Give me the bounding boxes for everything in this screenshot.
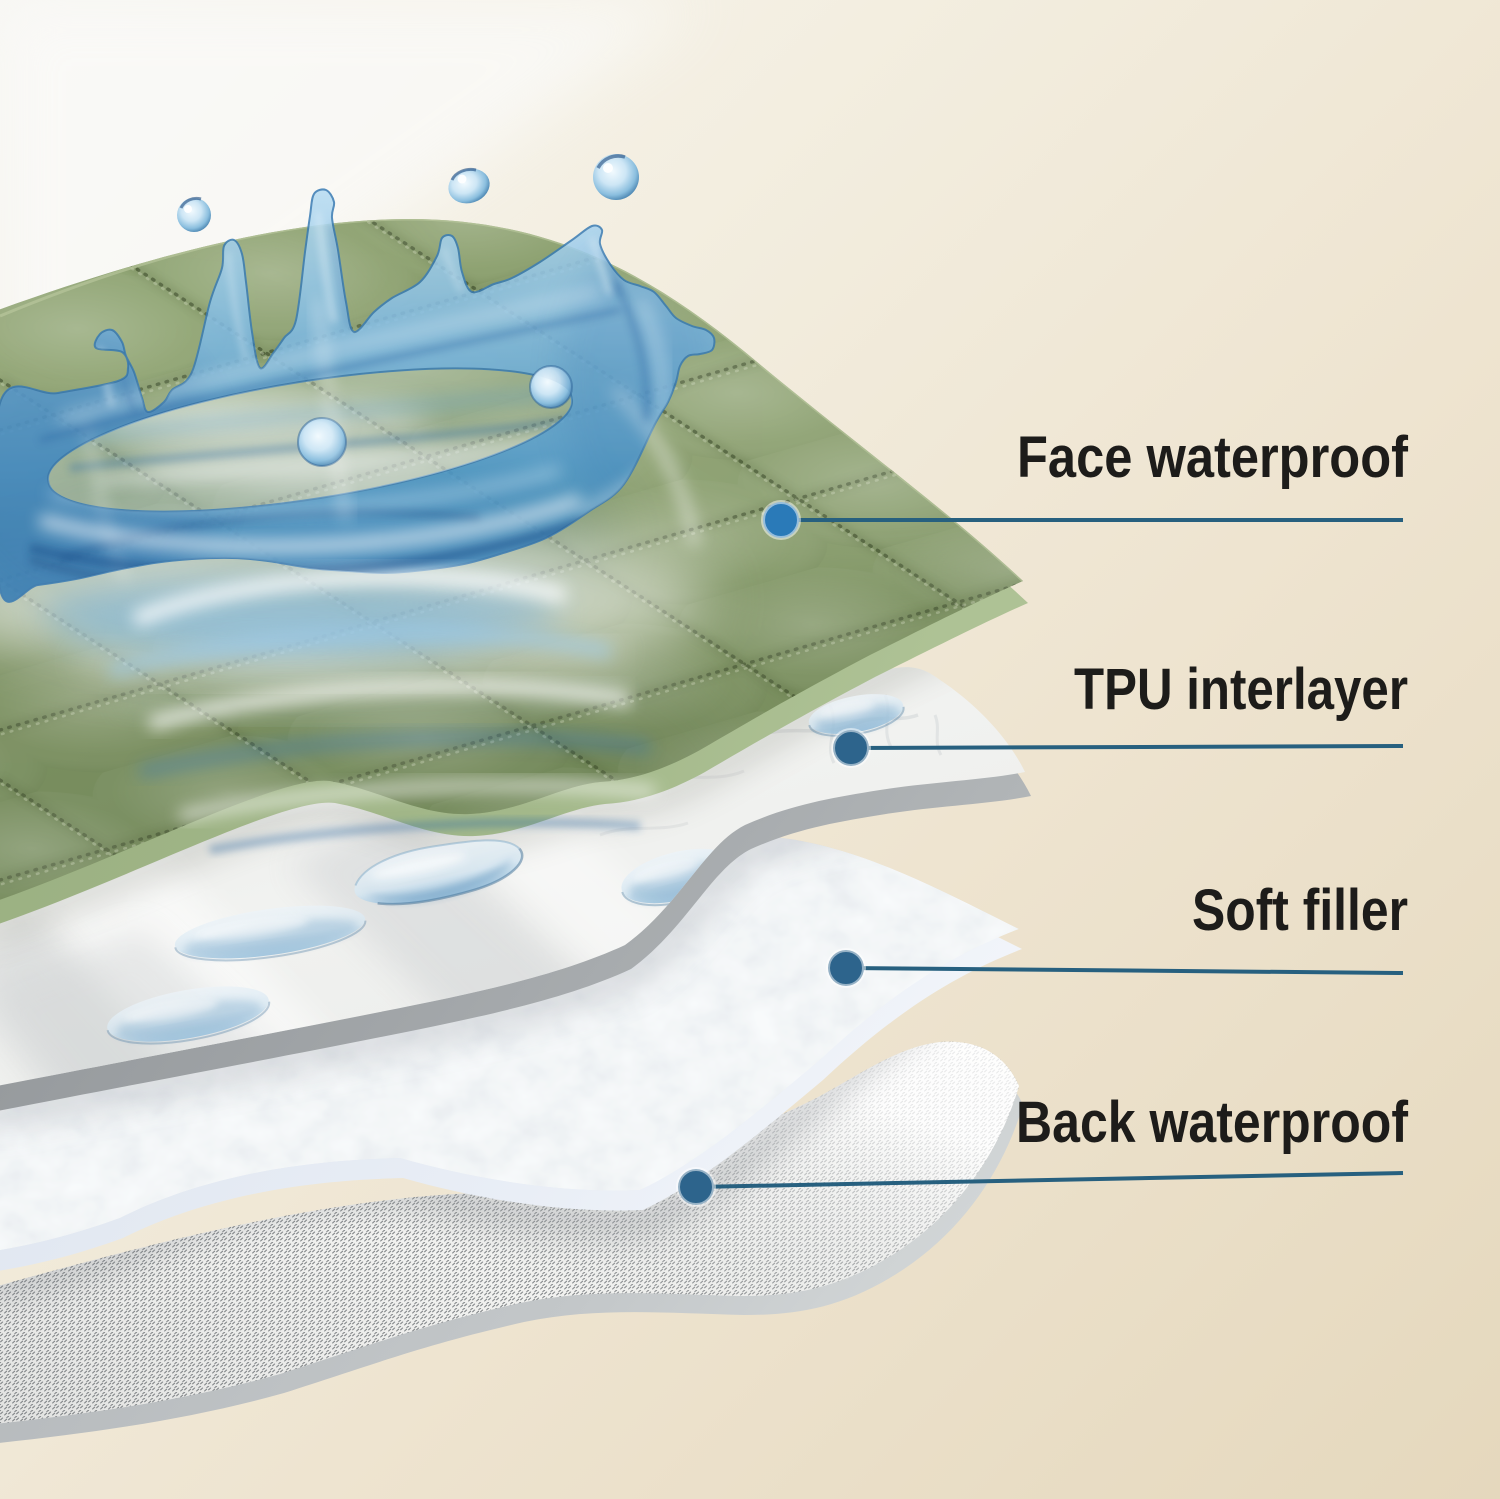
water-bead: [106, 986, 271, 1045]
splash-streaks: [58, 299, 700, 854]
label-face-waterproof: Face waterproof: [1017, 425, 1409, 490]
callout-line-back: [695, 1171, 1404, 1189]
splash-droplets: [177, 154, 639, 232]
water-bead: [808, 694, 905, 737]
callout-dot-face: [761, 500, 801, 540]
water-bead: [354, 839, 524, 906]
callout-line-tpu: [850, 744, 1404, 750]
callouts: Face waterproof TPU interlayer Soft fill…: [676, 425, 1409, 1207]
label-back-waterproof: Back waterproof: [1016, 1090, 1409, 1155]
callout-dot-tpu: [831, 728, 871, 768]
callout-dot-back: [676, 1167, 716, 1207]
callout-face-waterproof: Face waterproof: [761, 425, 1409, 540]
callout-line-filler: [845, 966, 1404, 975]
callout-dot-filler: [826, 948, 866, 988]
callout-back-waterproof: Back waterproof: [676, 1090, 1409, 1207]
callout-soft-filler: Soft filler: [826, 878, 1408, 988]
label-tpu-interlayer: TPU interlayer: [1074, 657, 1408, 722]
label-soft-filler: Soft filler: [1192, 878, 1408, 943]
water-bead: [174, 905, 367, 962]
callout-tpu-interlayer: TPU interlayer: [831, 657, 1408, 768]
